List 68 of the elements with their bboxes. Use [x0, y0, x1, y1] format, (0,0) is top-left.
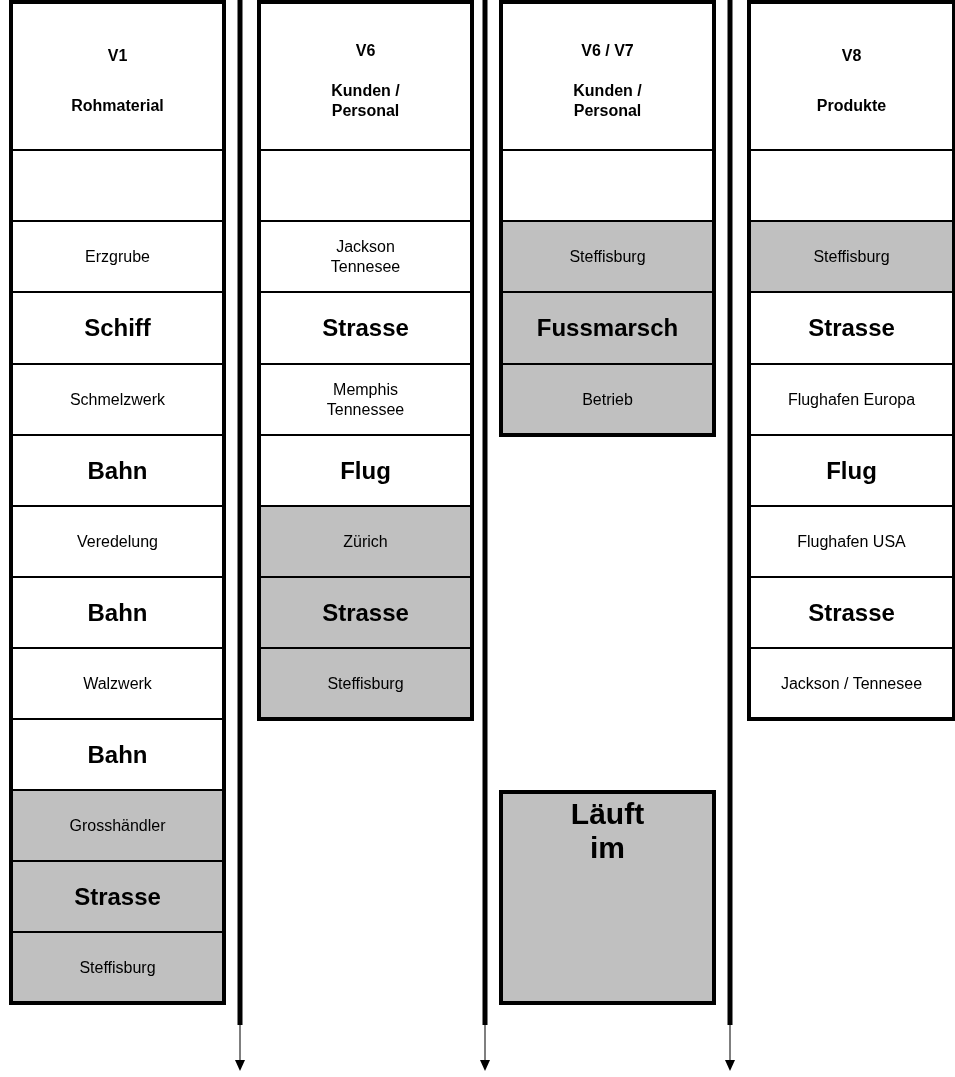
cell-text: Veredelung [76, 531, 159, 552]
transport-cell [258, 435, 473, 506]
stop-cell [10, 364, 225, 435]
cell-text: Bahn [87, 598, 148, 627]
transport-cell [10, 435, 225, 506]
cell-text: Bahn [87, 456, 148, 485]
cell-text: Flughafen USA [796, 531, 907, 552]
cell-text: Strasse [322, 598, 409, 627]
cell-text: Steffisburg [812, 246, 891, 267]
stop-cell [748, 364, 955, 435]
cell-text: Steffisburg [78, 957, 157, 978]
transport-cell [258, 577, 473, 648]
cell-text: Flug [826, 456, 877, 485]
cell-text: Grosshändler [68, 815, 167, 836]
stop-cell [500, 221, 715, 292]
transport-cell [500, 292, 715, 364]
stop-cell [10, 932, 225, 1003]
cell-text: Zürich [342, 531, 389, 552]
stop-cell [748, 221, 955, 292]
transport-cell [748, 435, 955, 506]
header-text: V6 / V7 [581, 41, 634, 61]
transport-cell [10, 577, 225, 648]
stop-cell [10, 648, 225, 719]
header-text: Kunden / Personal [572, 81, 643, 121]
stop-cell [10, 221, 225, 292]
cell-text: Strasse [808, 314, 895, 342]
cell-text: Memphis Tennessee [325, 379, 406, 420]
cell-text: Betrieb [581, 389, 634, 410]
empty-cell [258, 150, 473, 221]
cell-text: Erzgrube [84, 246, 151, 267]
header-text: V1 [107, 46, 128, 66]
cell-text: Schiff [84, 314, 151, 342]
transport-cell [10, 719, 225, 790]
stop-cell [500, 364, 715, 435]
cell-text: Steffisburg [568, 246, 647, 267]
transport-cell [258, 292, 473, 364]
stop-cell [258, 648, 473, 719]
empty-cell [748, 150, 955, 221]
transport-cell [748, 292, 955, 364]
cell-text: Strasse [74, 882, 161, 911]
header-text: Produkte [816, 96, 887, 116]
cell-text: Jackson Tennesee [329, 236, 402, 277]
transport-cell [10, 861, 225, 932]
stop-cell [258, 364, 473, 435]
cell-text: Bahn [87, 740, 148, 769]
cell-text: Fussmarsch [536, 314, 679, 342]
empty-cell [500, 150, 715, 221]
cell-text: Strasse [808, 598, 895, 627]
stop-cell [748, 506, 955, 577]
cell-text: Jackson / Tennesee [779, 673, 924, 694]
transport-cell [10, 292, 225, 364]
transport-cell [748, 577, 955, 648]
empty-cell [10, 150, 225, 221]
stop-cell [10, 790, 225, 861]
header-text: V6 [355, 41, 376, 61]
cell-text: Läuft im [569, 797, 646, 865]
stop-cell [10, 506, 225, 577]
cell-text: Steffisburg [326, 673, 405, 694]
cell-text: Flughafen Europa [786, 389, 917, 410]
cell-text: Flug [340, 456, 391, 485]
header-text: Rohmaterial [71, 96, 164, 116]
header-text: Kunden / Personal [330, 81, 401, 121]
cell-text: Strasse [322, 314, 409, 342]
cell-text: Walzwerk [82, 673, 153, 694]
stop-cell [258, 221, 473, 292]
header-text: V8 [841, 46, 862, 66]
cell-text: Schmelzwerk [68, 389, 167, 410]
stop-cell [258, 506, 473, 577]
